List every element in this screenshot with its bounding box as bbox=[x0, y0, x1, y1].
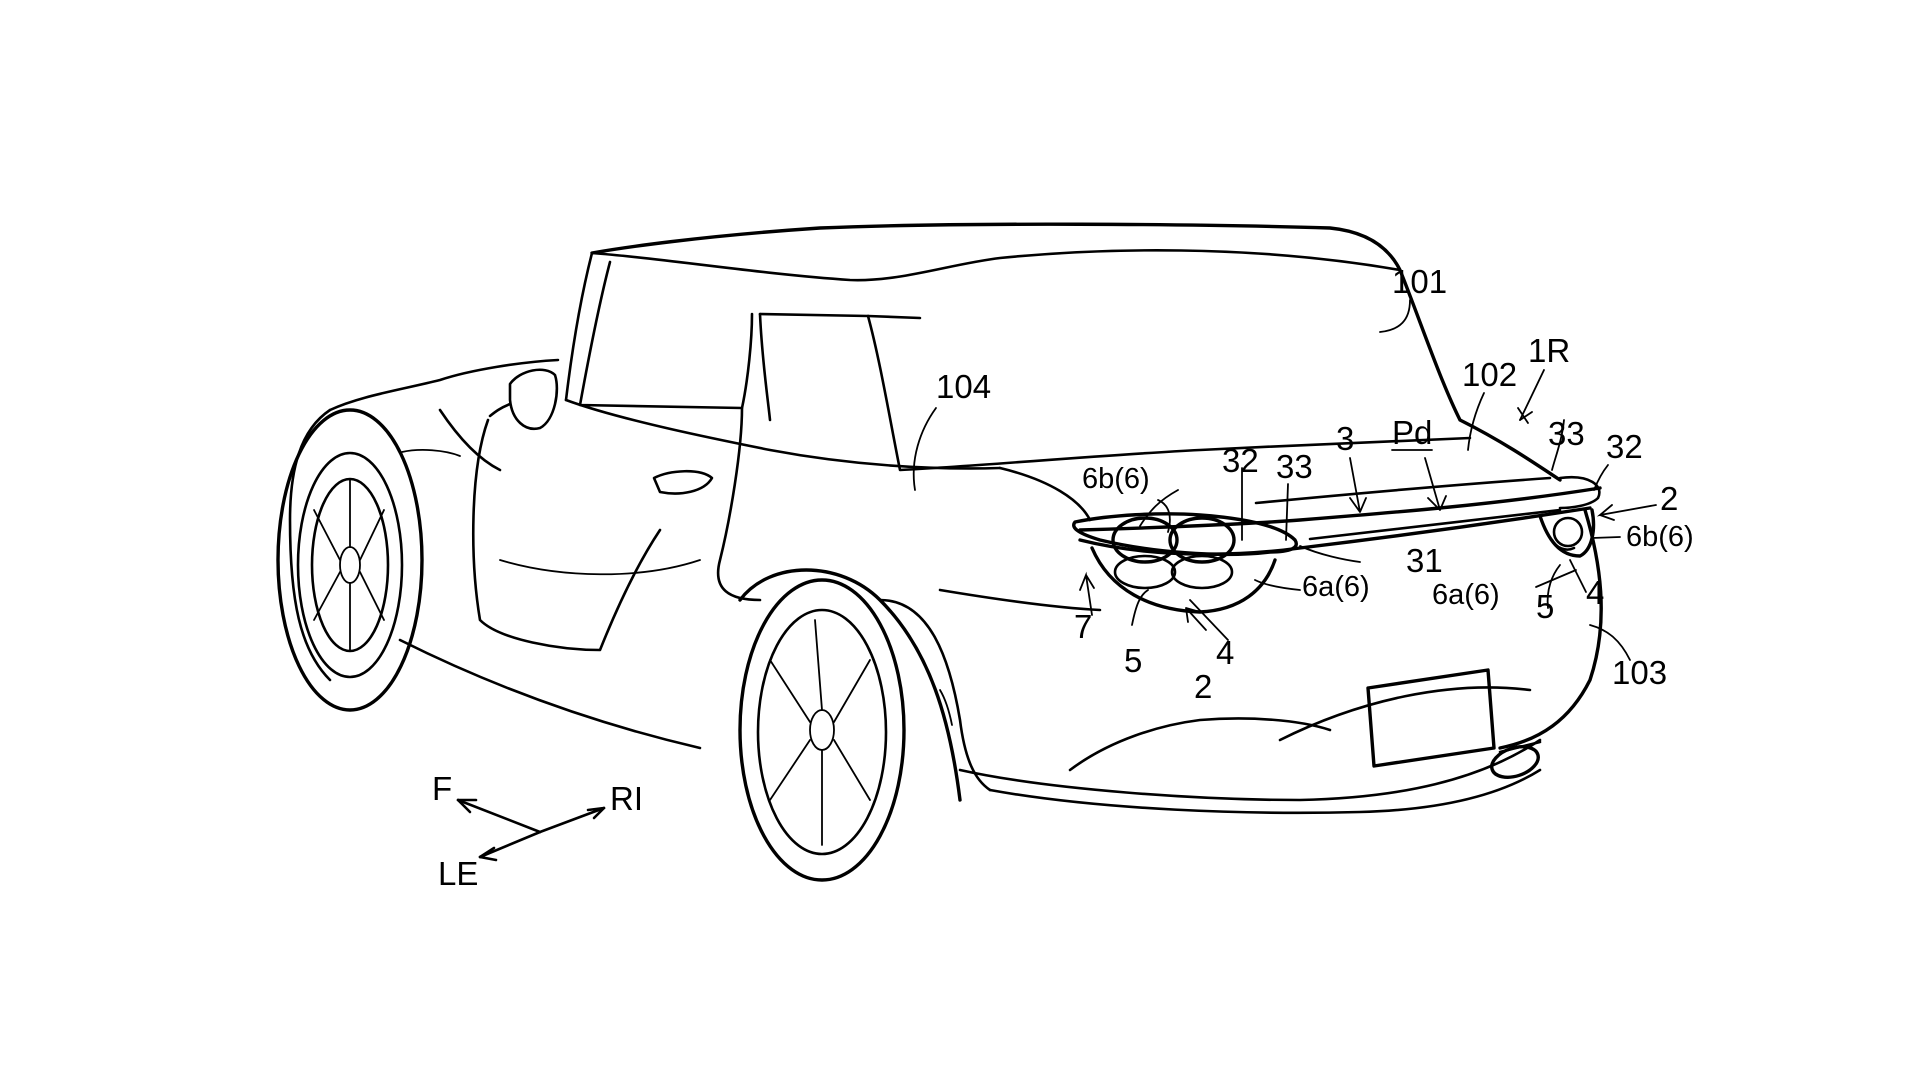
sill-line bbox=[398, 638, 702, 750]
rear-wheel-rim bbox=[756, 608, 888, 856]
label-7: 7 bbox=[1074, 608, 1092, 645]
label-32-left: 32 bbox=[1222, 442, 1259, 479]
reference-labels: 101 102 1R 33 32 2 6b(6) 6a(6) 5 4 103 1… bbox=[432, 263, 1694, 892]
label-5-left: 5 bbox=[1124, 642, 1142, 679]
side-vent bbox=[401, 449, 461, 457]
arrow-right-head bbox=[586, 806, 606, 820]
spoiler-upper-edge bbox=[1078, 486, 1602, 532]
right-tail-lamp bbox=[1538, 508, 1596, 558]
belt-line bbox=[564, 398, 1002, 470]
label-101: 101 bbox=[1392, 263, 1447, 300]
door-front-edge bbox=[438, 408, 502, 472]
label-5-right: 5 bbox=[1536, 588, 1554, 625]
roof-top-edge bbox=[590, 249, 1402, 282]
left-lamp-ring-2 bbox=[1168, 516, 1236, 564]
car-body bbox=[276, 222, 1603, 882]
right-lamp-ring bbox=[1552, 516, 1584, 548]
roof-front-pillar bbox=[564, 251, 594, 402]
arrow-left-head bbox=[478, 846, 498, 862]
door-character-line bbox=[499, 559, 701, 576]
roof-lower-edge bbox=[866, 314, 1472, 472]
direction-legend bbox=[456, 798, 606, 862]
right-lamp-housing bbox=[1538, 508, 1596, 558]
side-marker bbox=[939, 689, 953, 726]
front-wheel-spokes bbox=[313, 479, 385, 651]
label-4-left: 4 bbox=[1216, 634, 1234, 671]
label-Pd: Pd bbox=[1392, 414, 1432, 451]
spoiler-right-end bbox=[1558, 475, 1601, 510]
rear-bumper-lower bbox=[958, 738, 1542, 802]
front-wheel-rim bbox=[310, 477, 390, 653]
label-6a6-left: 6a(6) bbox=[1302, 571, 1370, 603]
rear-fender-flare bbox=[878, 598, 992, 792]
arrow-front bbox=[456, 798, 542, 834]
label-2-left: 2 bbox=[1194, 668, 1212, 705]
rear-diffuser-line-2 bbox=[1278, 686, 1532, 742]
label-33-right: 33 bbox=[1548, 415, 1585, 452]
label-2-right: 2 bbox=[1660, 480, 1678, 517]
mirror bbox=[508, 368, 559, 431]
left-lamp-housing bbox=[1072, 512, 1298, 557]
rear-spoiler bbox=[1078, 475, 1602, 556]
arrow-left bbox=[478, 830, 542, 859]
roof-outline bbox=[590, 222, 1562, 482]
rear-bumper-bottom bbox=[988, 768, 1542, 815]
roof-rear-pillar bbox=[758, 312, 772, 422]
legend-front: F bbox=[432, 770, 452, 807]
side-window bbox=[578, 260, 754, 410]
door-outline bbox=[472, 418, 662, 652]
label-32-right: 32 bbox=[1606, 428, 1643, 465]
right-lamp-lens bbox=[1550, 538, 1576, 551]
rear-diffuser-line bbox=[1068, 717, 1332, 772]
label-104: 104 bbox=[936, 368, 991, 405]
label-6b6-left: 6b(6) bbox=[1082, 463, 1150, 495]
label-1R: 1R bbox=[1528, 332, 1570, 369]
legend-left: LE bbox=[438, 855, 478, 892]
front-wheel-tire bbox=[296, 451, 404, 679]
label-33-left: 33 bbox=[1276, 448, 1313, 485]
legend-right: RI bbox=[610, 780, 643, 817]
rear-wheel-tire bbox=[738, 578, 906, 882]
label-31: 31 bbox=[1406, 542, 1443, 579]
arrow-front-head bbox=[456, 798, 478, 814]
exhaust-pipe bbox=[1498, 740, 1542, 754]
roof-side-line bbox=[758, 312, 922, 320]
leader-lines bbox=[912, 299, 1657, 661]
label-103: 103 bbox=[1612, 654, 1667, 691]
rear-wheel-hub bbox=[809, 709, 835, 751]
label-6a6-right: 6a(6) bbox=[1432, 579, 1500, 611]
rear-wheel-spokes bbox=[769, 619, 871, 846]
spoiler-inner-line bbox=[1308, 508, 1562, 541]
license-plate bbox=[1366, 668, 1496, 768]
arrow-right bbox=[538, 806, 606, 834]
rear-body-outline bbox=[1498, 508, 1603, 750]
spoiler-top-line bbox=[1254, 476, 1552, 505]
rear-quarter bbox=[716, 406, 762, 602]
label-6b6-right: 6b(6) bbox=[1626, 521, 1694, 553]
hood-line bbox=[328, 358, 560, 412]
label-102: 102 bbox=[1462, 356, 1517, 393]
mirror-stem bbox=[488, 402, 512, 418]
door-handle bbox=[652, 469, 714, 495]
label-3: 3 bbox=[1336, 420, 1354, 457]
front-fender bbox=[288, 408, 332, 682]
left-lamp-ring-4 bbox=[1170, 554, 1234, 590]
label-4-right: 4 bbox=[1586, 574, 1604, 611]
rear-deck-upper bbox=[998, 466, 1092, 522]
front-wheel-arch bbox=[276, 408, 424, 712]
rear-panel-side bbox=[938, 588, 1102, 612]
spoiler-lower-edge bbox=[1078, 506, 1592, 556]
front-wheel-hub bbox=[339, 546, 361, 584]
left-lamp-ring-3 bbox=[1113, 554, 1177, 590]
